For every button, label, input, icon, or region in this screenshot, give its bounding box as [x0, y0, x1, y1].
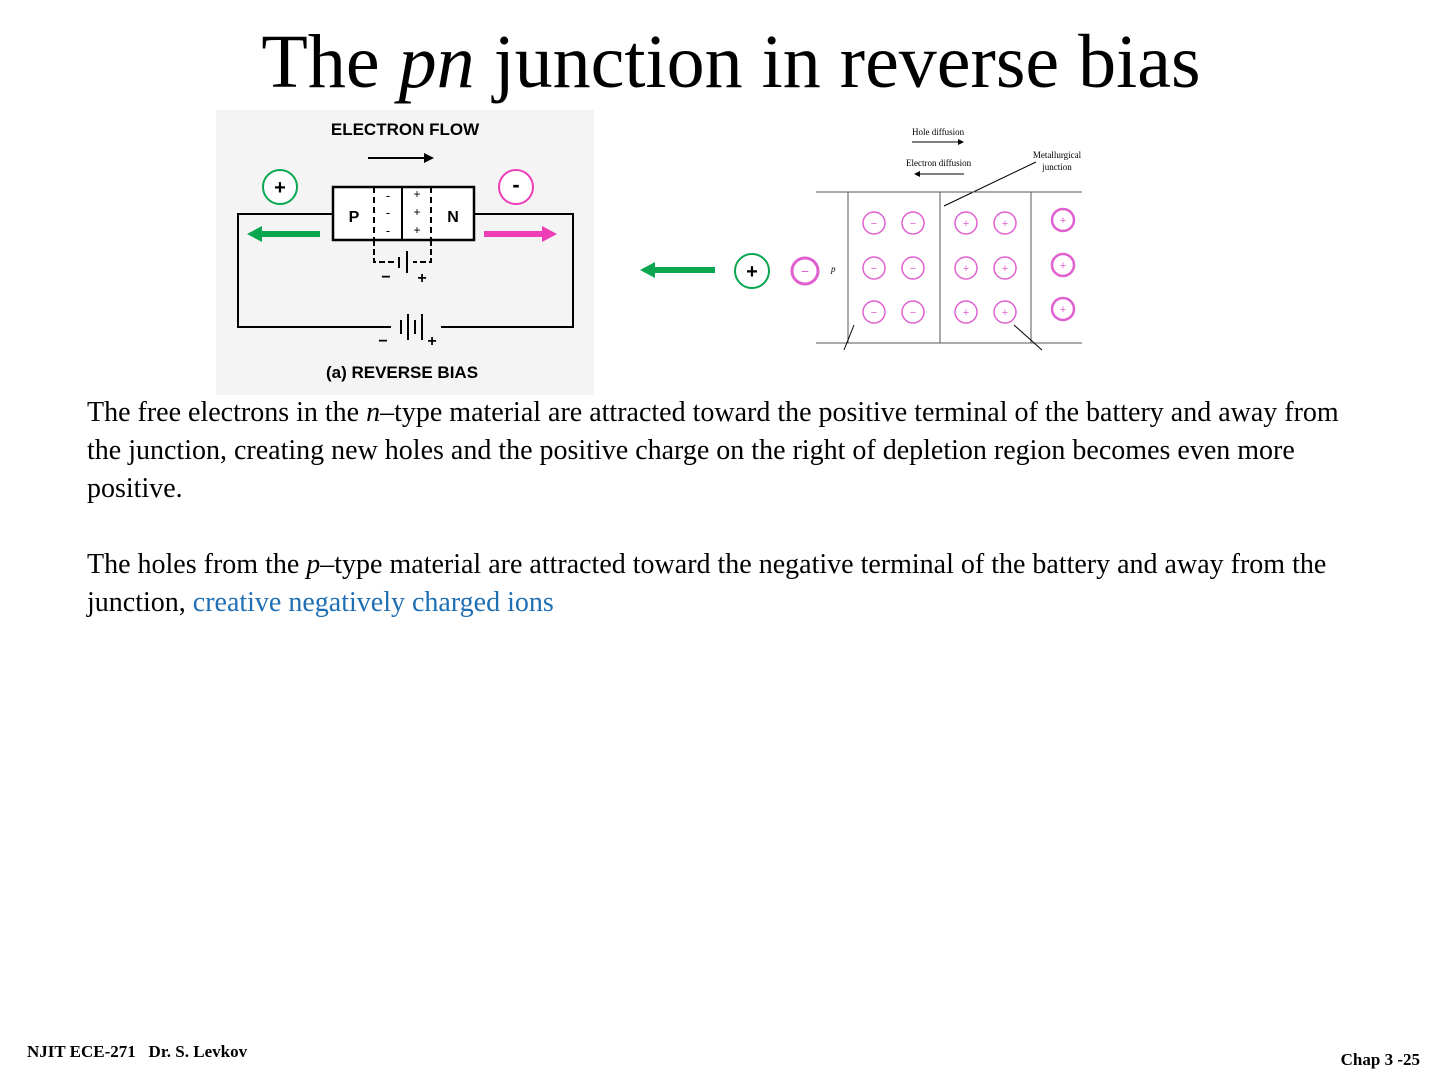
- external-plus-label: +: [427, 333, 436, 350]
- paragraph-holes: The holes from the p–type material are a…: [87, 546, 1347, 622]
- metallurgical-label-line2: junction: [1041, 162, 1072, 172]
- positive-ion: [993, 300, 1017, 324]
- footer-course-author: NJIT ECE-271 Dr. S. Levkov: [27, 1042, 248, 1061]
- green-arrow-shaft: [260, 231, 320, 237]
- new-positive-ion: [1050, 252, 1076, 278]
- reverse-bias-caption: (a) REVERSE BIAS: [326, 363, 478, 382]
- title-post: junction in reverse bias: [474, 20, 1201, 104]
- p2-text-a: The holes from the: [87, 549, 307, 580]
- positive-ion-sign: +: [1002, 218, 1008, 230]
- p-side-label: p: [830, 264, 836, 274]
- paragraph-electrons: The free electrons in the n–type materia…: [87, 394, 1347, 508]
- title-italic: pn: [398, 20, 475, 104]
- negative-ion: [901, 256, 925, 280]
- p2-italic-p: p: [306, 549, 321, 580]
- new-positive-ion-sign: +: [1060, 304, 1066, 316]
- p1-text-a: The free electrons in the: [87, 397, 367, 428]
- minus-charge-3: -: [386, 223, 390, 238]
- depletion-bracket-right: [413, 240, 432, 263]
- minus-charge-2: -: [386, 205, 390, 220]
- negative-ion: [862, 256, 886, 280]
- electron-flow-label: ELECTRON FLOW: [331, 120, 480, 139]
- pink-arrow-shaft: [484, 231, 544, 237]
- green-left-arrow-shaft: [653, 267, 715, 273]
- new-positive-ion-sign: +: [1060, 215, 1066, 227]
- negative-terminal-label: -: [512, 172, 519, 197]
- negative-ion-sign: −: [871, 307, 877, 319]
- pointer-right-bottom: [1013, 324, 1043, 351]
- slide-body: The free electrons in the n–type materia…: [87, 394, 1347, 660]
- negative-terminal-circle: [498, 169, 534, 205]
- positive-ions: + + + + + +: [954, 211, 1017, 324]
- hole-diffusion-label: Hole diffusion: [912, 127, 965, 137]
- negative-ion: [862, 211, 886, 235]
- positive-terminal-label: +: [274, 177, 286, 199]
- negative-ion: [901, 211, 925, 235]
- positive-ion: [954, 211, 978, 235]
- pink-arrow-head: [542, 226, 557, 242]
- p1-text-b: –type material are attracted toward the …: [87, 397, 1339, 504]
- p-region-label: P: [349, 209, 360, 226]
- positive-ion-sign: +: [1002, 307, 1008, 319]
- new-positive-ion-sign: +: [1060, 260, 1066, 272]
- internal-plus-label: +: [417, 270, 426, 287]
- electron-diffusion-arrowhead: [914, 171, 920, 177]
- green-left-arrow-head: [640, 262, 655, 278]
- new-positive-ion: [1050, 207, 1076, 233]
- electron-flow-arrowhead: [424, 153, 434, 163]
- green-arrow-head: [247, 226, 262, 242]
- n-region-label: N: [447, 209, 459, 226]
- negative-ions: − − − − − −: [862, 211, 925, 324]
- negative-ion-sign: −: [910, 263, 916, 275]
- plus-charge-1: +: [413, 187, 420, 201]
- title-pre: The: [261, 20, 399, 104]
- positive-ion: [993, 211, 1017, 235]
- escaping-minus-ion-label: −: [801, 263, 809, 279]
- moving-ion-figure: + −: [640, 253, 820, 289]
- positive-ion: [993, 256, 1017, 280]
- metallurgical-pointer: [943, 161, 1037, 207]
- new-positive-ions: + + +: [1050, 207, 1076, 322]
- negative-ion: [862, 300, 886, 324]
- positive-ion-sign: +: [963, 263, 969, 275]
- positive-ion-sign: +: [963, 307, 969, 319]
- plus-charge-2: +: [413, 205, 420, 219]
- negative-ion-sign: −: [871, 263, 877, 275]
- positive-ion: [954, 256, 978, 280]
- circuit-wire-right: [441, 213, 574, 328]
- reverse-bias-circuit-figure: ELECTRON FLOW P N - - - + + + − + − + (a…: [216, 110, 594, 395]
- footer-page-number: Chap 3 -25: [1340, 1050, 1420, 1069]
- p2-accent-text: creative negatively charged ions: [192, 587, 554, 618]
- negative-ion: [901, 300, 925, 324]
- positive-terminal-circle: [262, 169, 298, 205]
- pn-block: [331, 185, 476, 242]
- minus-charge-1: -: [386, 188, 390, 203]
- escaping-minus-ion-circle: [790, 256, 820, 286]
- positive-ion-sign: +: [1002, 263, 1008, 275]
- slide-title: The pn junction in reverse bias: [0, 18, 1440, 106]
- hole-diffusion-arrowhead: [958, 139, 964, 145]
- positive-ion: [954, 300, 978, 324]
- internal-minus-label: −: [381, 269, 390, 286]
- metallurgical-label-line1: Metallurgical: [1033, 150, 1082, 160]
- negative-ion-sign: −: [910, 307, 916, 319]
- new-positive-ion: [1050, 296, 1076, 322]
- depletion-region-diagram: Hole diffusion Electron diffusion Metall…: [816, 127, 1082, 351]
- pointer-left-bottom: [843, 324, 855, 351]
- depletion-bracket-left: [373, 240, 394, 263]
- p2-text-b: –type material are attracted toward the …: [87, 549, 1327, 618]
- plus-charge-3: +: [413, 223, 420, 237]
- negative-ion-sign: −: [871, 218, 877, 230]
- electron-diffusion-label: Electron diffusion: [906, 158, 972, 168]
- positive-terminal-label-2: +: [746, 261, 758, 283]
- figure-background: [216, 110, 594, 395]
- p1-italic-n: n: [366, 397, 381, 428]
- external-minus-label: −: [378, 333, 387, 350]
- negative-ion-sign: −: [910, 218, 916, 230]
- positive-terminal-circle-2: [734, 253, 770, 289]
- circuit-wire-left: [237, 213, 391, 328]
- positive-ion-sign: +: [963, 218, 969, 230]
